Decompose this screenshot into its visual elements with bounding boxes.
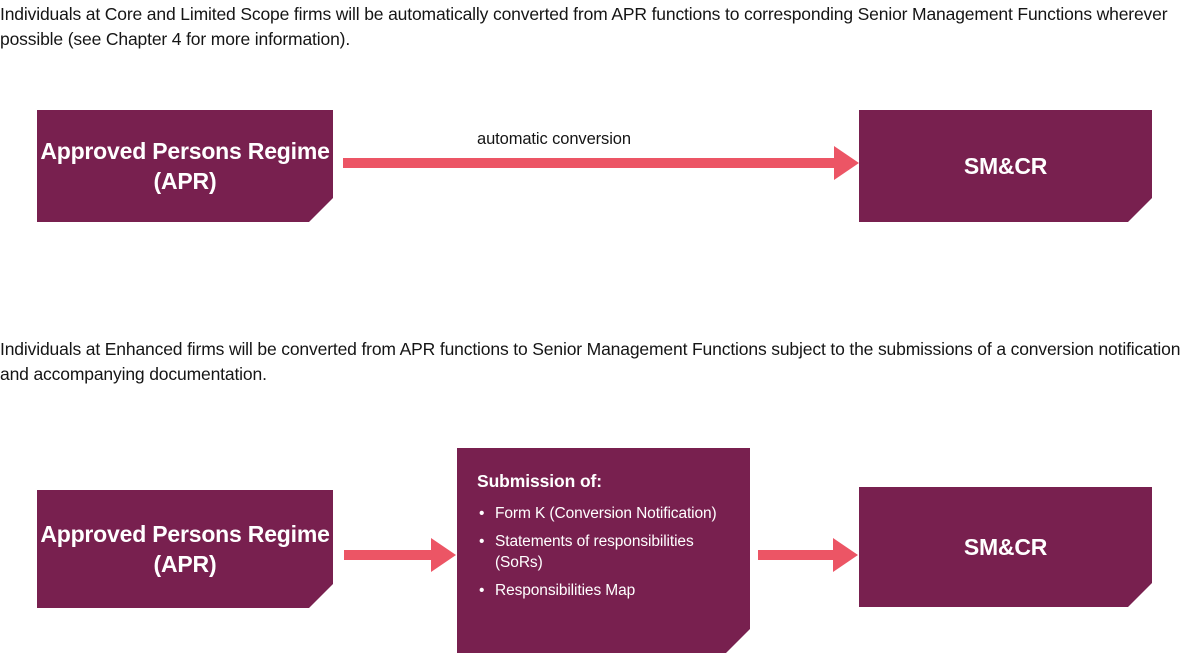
list-item-label: Responsibilities Map	[495, 582, 636, 599]
section-1-paragraph: Individuals at Core and Limited Scope fi…	[0, 4, 1168, 49]
section-2-paragraph: Individuals at Enhanced firms will be co…	[0, 339, 1181, 384]
apr-box-row1: Approved Persons Regime (APR)	[37, 110, 333, 222]
bullet-icon: •	[479, 582, 485, 599]
arrow-head	[431, 538, 456, 572]
smcr-box-row1: SM&CR	[859, 110, 1152, 222]
automatic-conversion-label: automatic conversion	[477, 130, 631, 148]
arrow-shaft	[344, 550, 432, 560]
smcr-box-row1-label: SM&CR	[963, 153, 1048, 179]
arrow-shaft	[343, 158, 835, 168]
apr-box-row2: Approved Persons Regime (APR)	[37, 490, 333, 608]
apr-box-row1-label: Approved Persons Regime (APR)	[40, 138, 330, 194]
arrow-head	[834, 146, 859, 180]
arrow-shaft	[758, 550, 834, 560]
smcr-box-row2: SM&CR	[859, 487, 1152, 607]
list-item: • Form K (Conversion Notification)	[477, 503, 732, 524]
submission-bullet-list: • Form K (Conversion Notification) • Sta…	[477, 503, 732, 601]
bullet-icon: •	[479, 533, 485, 550]
list-item-label: Statements of responsibilities (SoRs)	[495, 533, 694, 571]
bullet-icon: •	[479, 505, 485, 522]
list-item: • Responsibilities Map	[477, 580, 732, 601]
list-item-label: Form K (Conversion Notification)	[495, 505, 717, 522]
submission-box: Submission of: • Form K (Conversion Noti…	[457, 448, 750, 653]
apr-box-row2-label: Approved Persons Regime (APR)	[40, 521, 330, 577]
list-item: • Statements of responsibilities (SoRs)	[477, 531, 732, 573]
submission-box-heading: Submission of:	[477, 471, 602, 491]
smcr-box-row2-label: SM&CR	[963, 534, 1048, 560]
arrow-head	[833, 538, 858, 572]
